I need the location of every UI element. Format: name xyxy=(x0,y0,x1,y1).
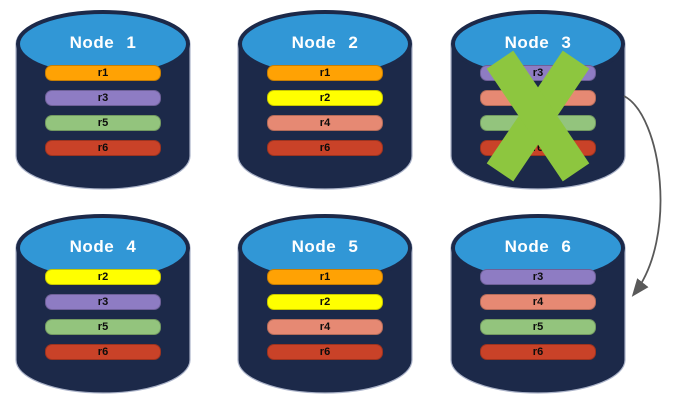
replica-bar: r1 xyxy=(267,269,383,285)
replica-bar: r4 xyxy=(480,294,596,310)
replica-label: r1 xyxy=(319,270,331,283)
replica-bar: r6 xyxy=(267,344,383,360)
replica-label: r2 xyxy=(319,295,331,308)
replica-label: r4 xyxy=(319,320,331,333)
replica-label: r3 xyxy=(97,295,109,308)
node-title: Node 6 xyxy=(504,237,572,256)
db-node-4: Node 4 r2 r3 r5 r6 xyxy=(13,212,193,396)
node-title: Node 1 xyxy=(69,33,137,52)
replica-label: r6 xyxy=(97,141,109,154)
db-node-2: Node 2 r1 r2 r4 r6 xyxy=(235,8,415,192)
replica-label: r4 xyxy=(532,295,544,308)
replica-label: r2 xyxy=(97,270,109,283)
db-node-5: Node 5 r1 r2 r4 r6 xyxy=(235,212,415,396)
replica-label: r5 xyxy=(532,116,544,129)
replica-list: r3 r4 r5 r6 xyxy=(480,65,596,156)
replica-bar: r1 xyxy=(45,65,161,81)
replica-bar: r5 xyxy=(480,115,596,131)
replica-bar: r6 xyxy=(45,344,161,360)
replica-label: r6 xyxy=(319,141,331,154)
replica-label: r6 xyxy=(319,345,331,358)
replica-label: r4 xyxy=(532,91,544,104)
replica-bar: r4 xyxy=(480,90,596,106)
replica-bar: r6 xyxy=(480,344,596,360)
replica-list: r1 r3 r5 r6 xyxy=(45,65,161,156)
replica-list: r1 r2 r4 r6 xyxy=(267,65,383,156)
replica-label: r5 xyxy=(97,116,109,129)
replica-bar: r6 xyxy=(267,140,383,156)
replica-bar: r5 xyxy=(480,319,596,335)
node-title: Node 3 xyxy=(504,33,572,52)
replica-label: r1 xyxy=(97,66,109,79)
replica-label: r5 xyxy=(532,320,544,333)
replica-bar: r3 xyxy=(45,90,161,106)
replica-bar: r6 xyxy=(480,140,596,156)
db-node-6: Node 6 r3 r4 r5 r6 xyxy=(448,212,628,396)
replica-bar: r6 xyxy=(45,140,161,156)
replica-label: r3 xyxy=(97,91,109,104)
replica-bar: r5 xyxy=(45,115,161,131)
replica-label: r3 xyxy=(532,66,544,79)
replica-label: r3 xyxy=(532,270,544,283)
replica-label: r5 xyxy=(97,320,109,333)
replica-label: r1 xyxy=(319,66,331,79)
replica-bar: r3 xyxy=(480,269,596,285)
db-node-1: Node 1 r1 r3 r5 r6 xyxy=(13,8,193,192)
replica-label: r6 xyxy=(532,345,544,358)
node-title: Node 5 xyxy=(291,237,359,256)
replica-bar: r4 xyxy=(267,319,383,335)
replica-label: r4 xyxy=(319,116,331,129)
replica-label: r6 xyxy=(532,141,544,154)
replica-bar: r5 xyxy=(45,319,161,335)
node-title: Node 2 xyxy=(291,33,359,52)
failover-arrow xyxy=(623,95,662,297)
replica-bar: r2 xyxy=(45,269,161,285)
replica-list: r1 r2 r4 r6 xyxy=(267,269,383,360)
replica-bar: r3 xyxy=(480,65,596,81)
replica-label: r6 xyxy=(97,345,109,358)
replica-bar: r4 xyxy=(267,115,383,131)
node-title: Node 4 xyxy=(69,237,137,256)
replica-label: r2 xyxy=(319,91,331,104)
replica-bar: r1 xyxy=(267,65,383,81)
replica-bar: r3 xyxy=(45,294,161,310)
replica-list: r3 r4 r5 r6 xyxy=(480,269,596,360)
replica-list: r2 r3 r5 r6 xyxy=(45,269,161,360)
replica-bar: r2 xyxy=(267,90,383,106)
replica-bar: r2 xyxy=(267,294,383,310)
